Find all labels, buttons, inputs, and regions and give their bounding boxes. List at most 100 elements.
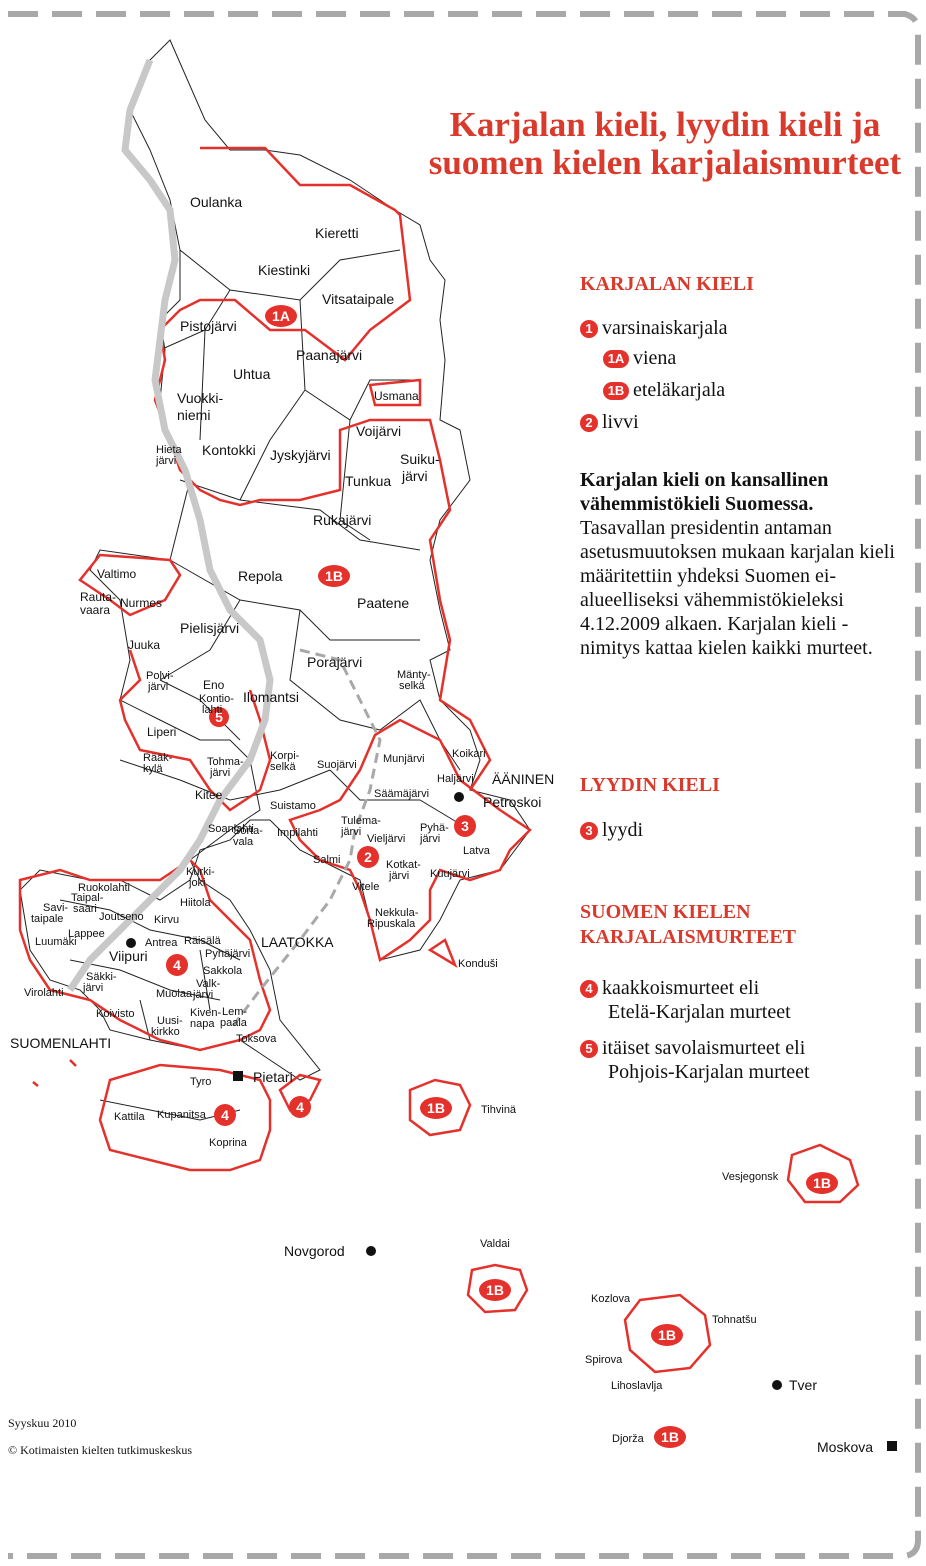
legend-badge-4: 4: [580, 980, 598, 998]
legend-label-1a: viena: [633, 347, 677, 369]
label-uhtua: Uhtua: [233, 366, 271, 382]
label-kuujarvi: Kuujärvi: [430, 868, 470, 880]
badge-1b-tver: 1B: [658, 1327, 676, 1343]
label-latva: Latva: [463, 845, 491, 857]
label-ruokolahti: Ruokolahti: [78, 882, 130, 894]
label-rauta2: vaara: [80, 603, 110, 617]
state-border-dashed: [228, 648, 382, 1031]
suomen-heading-line-2: KARJALAISMURTEET: [580, 926, 796, 948]
label-taipal2: saari: [73, 903, 97, 915]
badge-1b-vesjegonsk: 1B: [813, 1175, 831, 1191]
label-tihvina: Tihvinä: [481, 1104, 517, 1116]
label-polvi2: järvi: [147, 681, 168, 693]
legend-badge-5: 5: [580, 1040, 598, 1058]
lyydin-kieli-heading: LYYDIN KIELI: [580, 774, 720, 796]
legend-label-1: varsinaiskarjala: [602, 317, 728, 339]
label-viipuri: Viipuri: [109, 948, 148, 964]
label-tulema2: järvi: [340, 826, 361, 838]
para-text: Tasavallan presidentin antaman asetusmuu…: [580, 517, 895, 659]
label-lihoslavlja: Lihoslavlja: [611, 1380, 663, 1392]
label-nurmes: Nurmes: [120, 596, 162, 610]
map-badges: 1A 1B 5 3 2 4 4 4 1B 1B 1B 1B 1B: [166, 305, 838, 1448]
badge-4-kupanitsa: 4: [221, 1107, 229, 1123]
label-polvi1: Polvi-: [146, 670, 174, 682]
title-line-1: Karjalan kieli, lyydin kieli ja: [449, 105, 881, 144]
badge-3: 3: [461, 818, 469, 834]
label-porajarvi: Porajärvi: [307, 654, 362, 670]
label-joutseno: Joutseno: [99, 911, 144, 923]
label-raisala: Räisälä: [184, 935, 222, 947]
label-muolaa: Muolaa: [156, 988, 193, 1000]
label-suiku2: järvi: [401, 468, 428, 484]
label-rukajarvi: Rukajärvi: [313, 512, 371, 528]
petroskoi-marker: [454, 792, 464, 802]
label-oulanka: Oulanka: [190, 194, 242, 210]
label-kupanitsa: Kupanitsa: [157, 1109, 207, 1121]
label-djorza: Djorža: [612, 1433, 645, 1445]
label-koivisto: Koivisto: [96, 1008, 135, 1020]
old-border: [67, 58, 274, 992]
label-toksova: Toksova: [236, 1033, 277, 1045]
label-antrea: Antrea: [145, 937, 178, 949]
label-liperi: Liperi: [147, 725, 176, 739]
legend-badge-1a: 1A: [603, 350, 629, 368]
karjalan-kieli-paragraph: Karjalan kieli on kansallinen vähemmistö…: [580, 468, 900, 660]
label-kontio1: Kontio-: [199, 693, 234, 705]
label-lappee: Lappee: [68, 928, 105, 940]
legend-badge-2: 2: [580, 414, 598, 432]
label-suiku1: Suiku-: [400, 451, 440, 467]
para-bold: Karjalan kieli on kansallinen vähemmistö…: [580, 469, 829, 515]
label-kiven2: napa: [190, 1018, 215, 1030]
karjalan-kieli-heading: KARJALAN KIELI: [580, 273, 754, 295]
footer-date: Syyskuu 2010: [8, 1416, 77, 1430]
label-salmi: Salmi: [313, 854, 341, 866]
label-koikari: Koikari: [452, 748, 486, 760]
title-line-2: suomen kielen karjalaismurteet: [428, 143, 902, 182]
label-valk1: Valk-: [196, 978, 221, 990]
viipuri-marker: [126, 938, 136, 948]
label-aaninen: ÄÄNINEN: [492, 771, 554, 787]
label-suomenlahti: SUOMENLAHTI: [10, 1035, 111, 1051]
label-vieljarvi: Vieljärvi: [367, 833, 405, 845]
legend-label-1b: eteläkarjala: [633, 379, 726, 401]
label-koprina: Koprina: [209, 1137, 248, 1149]
label-raak2: kylä: [143, 763, 163, 775]
label-saamajarvi: Säämäjärvi: [374, 788, 429, 800]
label-sorta1: Sorta-: [233, 825, 263, 837]
legend-label-5-line1: itäiset savolaismurteet eli: [602, 1037, 806, 1059]
label-uusi1: Uusi-: [157, 1015, 183, 1027]
label-manty2: selkä: [399, 680, 426, 692]
label-laatokka: LAATOKKA: [261, 934, 334, 950]
label-kontio2: lahti: [202, 704, 222, 716]
label-kurki1: Kurki-: [186, 866, 215, 878]
novgorod-marker: [366, 1246, 376, 1256]
place-labels: Oulanka Kieretti Kiestinki Vitsataipale …: [10, 194, 873, 1455]
tver-marker: [772, 1380, 782, 1390]
badge-1a: 1A: [272, 308, 290, 324]
label-paatene: Paatene: [357, 595, 409, 611]
suomen-kielen-heading: SUOMEN KIELEN KARJALAISMURTEET: [580, 900, 796, 950]
label-tohma1: Tohma-: [207, 756, 244, 768]
legend-label-2: livvi: [602, 411, 639, 433]
label-vitsataipale: Vitsataipale: [322, 291, 394, 307]
label-petroskoi: Petroskoi: [483, 794, 541, 810]
legend-label-5-line2: Pohjois-Karjalan murteet: [608, 1061, 810, 1083]
internal-borders: [59, 249, 471, 1121]
label-suojarvi: Suojärvi: [317, 759, 357, 771]
label-voijarvi: Voijärvi: [356, 423, 401, 439]
label-kiestinki: Kiestinki: [258, 262, 310, 278]
label-uusi2: kirkko: [151, 1026, 180, 1038]
legend-label-3: lyydi: [602, 819, 644, 841]
label-impilahti: Impilahti: [277, 827, 318, 839]
label-pietari: Pietari: [253, 1069, 293, 1085]
label-kotkat1: Kotkat-: [386, 859, 421, 871]
label-pistojarvi: Pistojärvi: [180, 318, 237, 334]
label-kotkat2: järvi: [388, 870, 409, 882]
label-pielisjarvi: Pielisjärvi: [180, 620, 239, 636]
